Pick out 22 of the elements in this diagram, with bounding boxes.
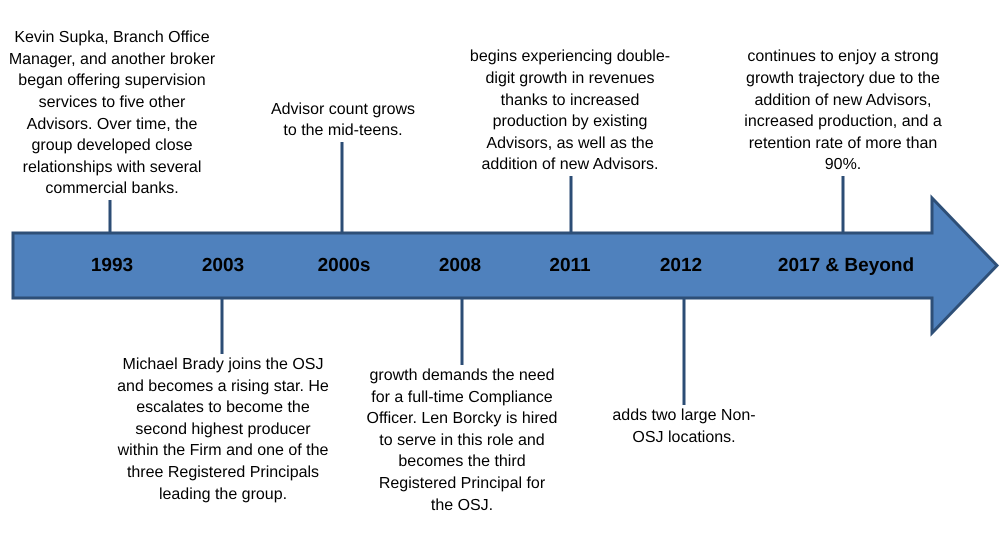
event-text: adds two large Non-OSJ locations. (604, 405, 764, 448)
leader-line (460, 298, 464, 365)
event-text: continues to enjoy a strong growth trajectory due to the addition of new Advisors, increased production, and a retention rate of more than 90%. (740, 46, 946, 176)
year-label: 2017 & Beyond (778, 255, 914, 277)
event-text: Advisor count grows to the mid-teens. (268, 98, 418, 142)
year-label: 2012 (660, 255, 702, 277)
leader-line (108, 200, 112, 233)
leader-line (682, 298, 686, 405)
year-label: 2011 (549, 255, 591, 277)
leader-line (842, 176, 844, 233)
event-text: Kevin Supka, Branch Office Manager, and another broker began offering supervision services to five other Advisors. Over time, the group developed close relationships with several commercial banks. (5, 27, 219, 200)
event-text: growth demands the need for a full-time Compliance Officer. Len Borcky is hired to serve in this role and becomes the third Registered Principal for the OSJ. (366, 365, 558, 516)
leader-line (570, 176, 572, 233)
event-text: begins experiencing double-digit growth in revenues thanks to increased production by existing Advisors, as well as the addition of new Advisors. (464, 46, 676, 176)
year-label: 2003 (202, 255, 244, 277)
event-text: Michael Brady joins the OSJ and becomes a rising star. He escalates to become the second highest producer within the Firm and one of the three Registered Principals leading the group. (117, 354, 329, 506)
leader-line (220, 298, 224, 354)
year-label: 2000s (318, 255, 370, 277)
leader-line (340, 142, 344, 233)
year-label: 1993 (90, 255, 134, 277)
timeline-arrow (10, 196, 1000, 336)
year-label: 2008 (438, 255, 482, 277)
